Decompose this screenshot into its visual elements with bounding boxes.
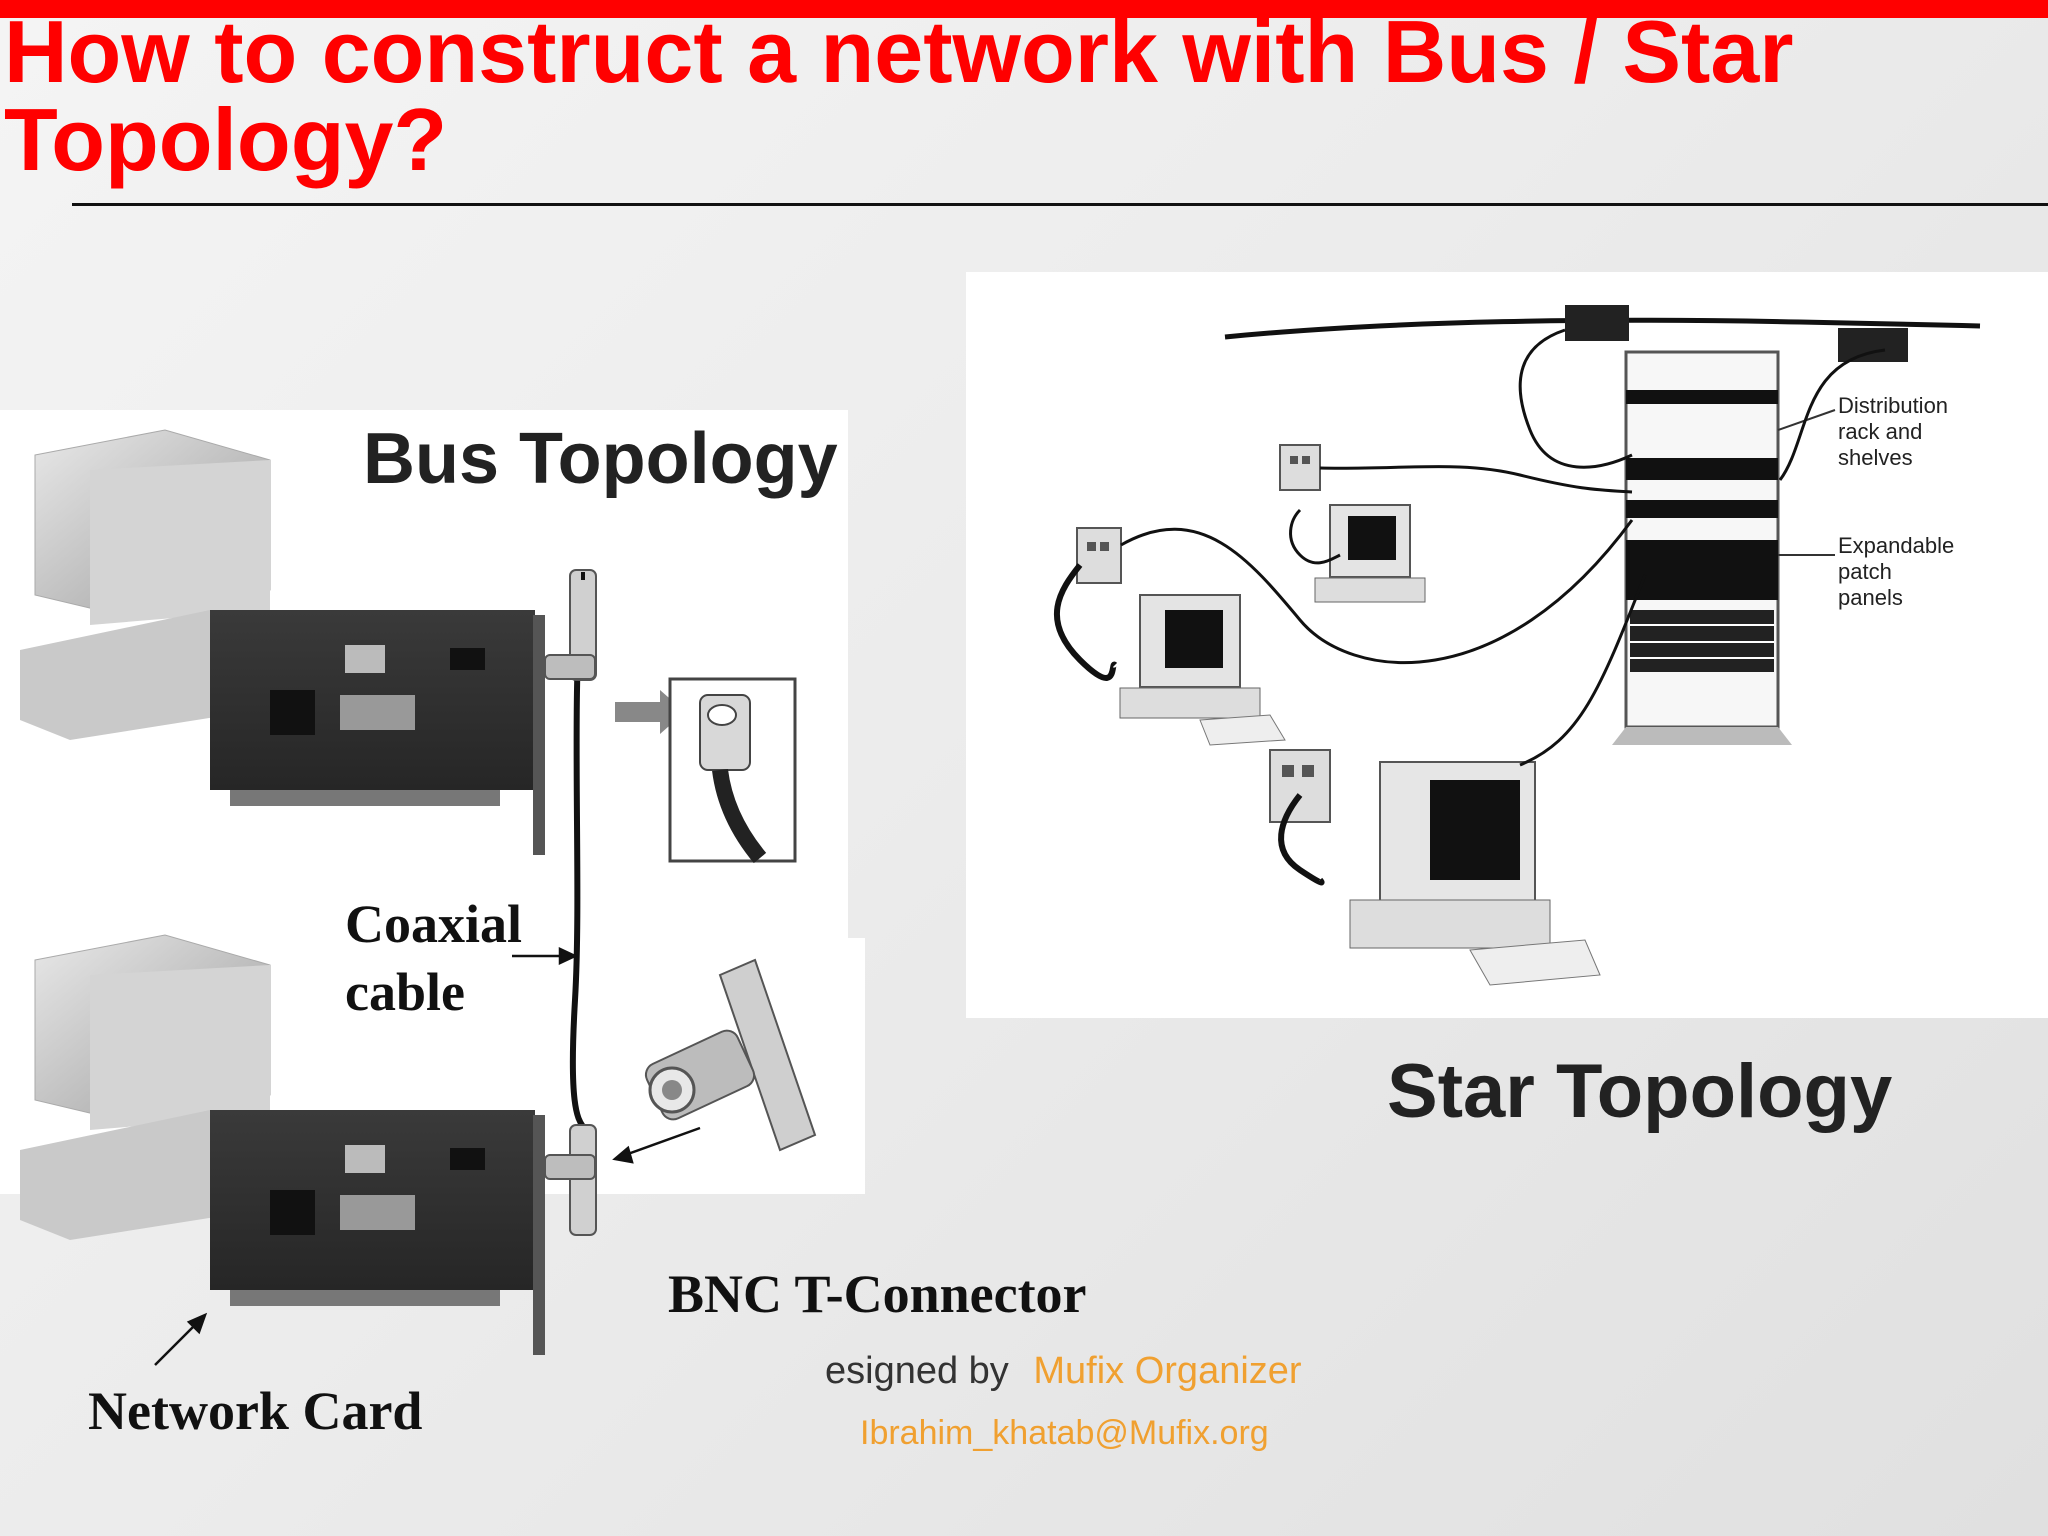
patch-panel-callout-label: Expandable patch panels [1838,533,1954,611]
workstation-icon [1349,761,1601,986]
hub-icon [1838,328,1908,362]
network-card-icon [210,610,545,855]
designed-by-prefix: esigned by [825,1350,1009,1392]
workstation-icon [1314,504,1426,603]
patch-panel-callout-line: patch [1838,559,1892,584]
workstation-icon [1119,594,1286,746]
distribution-rack-icon [1612,350,1792,745]
star-topology-heading: Star Topology [1387,1049,1893,1134]
pointer-arrow-icon [512,947,578,965]
rack-callout-line: rack and [1838,419,1923,444]
pointer-arrow-icon [154,1312,208,1366]
patch-panel-callout-line: panels [1838,585,1903,610]
computer-icon [20,429,271,740]
footer-email: Ibrahim_khatab@Mufix.org [860,1414,1269,1452]
coaxial-cable-label: Coaxial cable [345,890,522,1026]
bnc-t-connector-large-icon [644,958,817,1152]
designed-by-name: Mufix Organizer [1033,1350,1302,1392]
bnc-t-connector-label: BNC T-Connector [668,1264,1087,1324]
rack-callout-line: Distribution [1838,393,1949,418]
rack-callout-line: shelves [1838,445,1913,470]
wall-jack-icon [1269,749,1331,823]
rack-callout-label: Distribution rack and shelves [1838,393,1948,471]
coaxial-cable-label-line: Coaxial [345,894,523,954]
slide-title: How to construct a network with Bus / St… [4,2,1794,189]
coaxial-cable-label-line: cable [345,962,465,1022]
bus-topology-heading: Bus Topology [363,419,838,499]
network-cable [1053,328,1886,886]
hub-icon [1565,305,1629,341]
computer-icon [20,934,271,1240]
title-accent-bar [0,0,2048,18]
pointer-arrow-icon [612,1126,701,1164]
wall-jack-icon [1076,527,1122,584]
connector-detail-icon [668,677,797,864]
bnc-t-connector-icon [544,569,597,681]
zoom-arrow-icon [615,690,685,734]
title-divider [72,203,2048,206]
network-card-icon [210,1110,545,1355]
wall-jack-icon [1279,444,1321,491]
backbone-cable [1224,317,1981,340]
bnc-t-connector-icon [544,1124,597,1236]
designed-by-line: esigned by Mufix Organizer [825,1350,1302,1393]
patch-panel-callout-line: Expandable [1838,533,1955,558]
network-card-label: Network Card [88,1381,423,1441]
